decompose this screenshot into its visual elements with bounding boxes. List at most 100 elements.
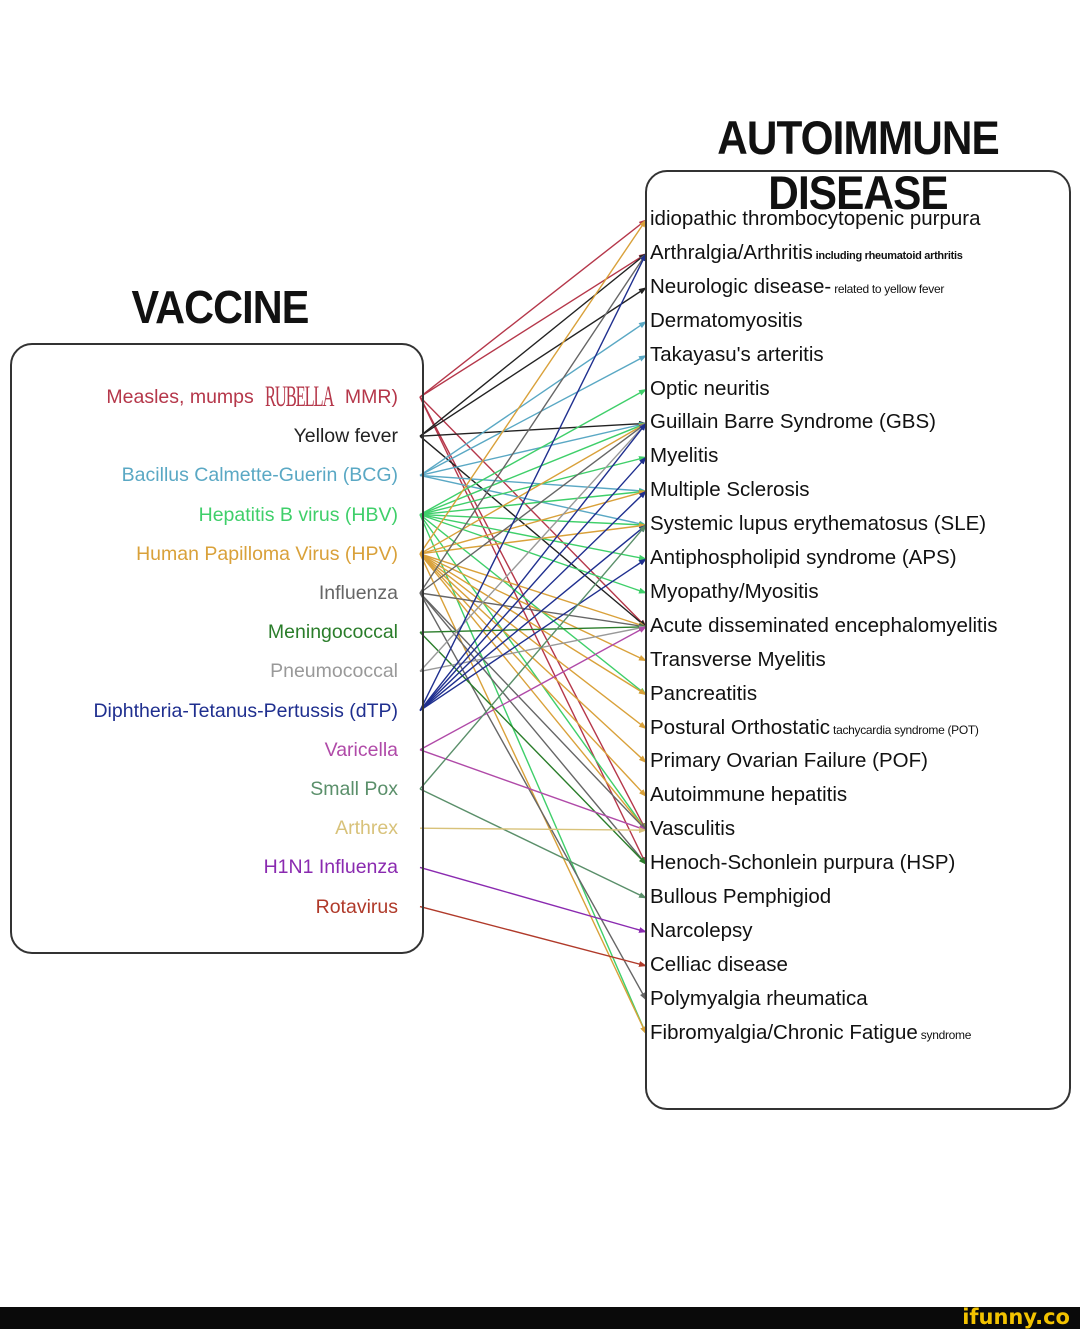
link-arrow — [419, 456, 647, 712]
link-arrow — [419, 287, 647, 437]
disease-label: Celliac disease — [650, 952, 788, 976]
disease-item: Guillain Barre Syndrome (GBS) — [650, 409, 936, 435]
link-arrow — [419, 553, 647, 662]
link-arrow — [419, 905, 647, 967]
link-arrow — [419, 253, 647, 711]
disease-label: Antiphospholipid syndrome (APS) — [650, 546, 957, 569]
link-arrow — [419, 749, 647, 831]
vaccine-bcg: Bacillus Calmette-Guerin (BCG) — [121, 464, 398, 487]
link-arrow — [419, 219, 647, 555]
disease-label: Transverse Myelitis — [650, 647, 826, 671]
link-arrow — [419, 553, 647, 730]
link-arrow — [419, 553, 647, 798]
disease-label: Multiple Sclerosis — [650, 478, 810, 502]
vaccine-dtp: Diphtheria-Tetanus-Pertussis (dTP) — [93, 699, 398, 722]
disease-item: Antiphospholipid syndrome (APS) — [650, 545, 957, 571]
link-arrow — [419, 422, 647, 477]
disease-label: Dermatomyositis — [650, 308, 803, 332]
disease-item: Autoimmune hepatitis — [650, 782, 847, 808]
link-arrow — [419, 321, 647, 476]
disease-item: Optic neuritis — [650, 376, 770, 402]
vaccine-hbv: Hepatitis B virus (HBV) — [198, 503, 398, 526]
link-arrow — [419, 253, 647, 594]
link-arrow — [419, 558, 647, 712]
link-arrow — [419, 553, 647, 696]
link-arrow — [419, 490, 647, 555]
footer-bar: ifunny.co — [0, 1305, 1080, 1329]
disease-label: Bullous Pemphigiod — [650, 885, 832, 908]
vaccine-yellow: Yellow fever — [293, 425, 398, 448]
link-arrow — [419, 396, 647, 832]
disease-label: Neurologic disease- — [650, 274, 832, 298]
ifunny-logo[interactable]: ifunny.co — [962, 1305, 1070, 1329]
disease-label: Optic neuritis — [650, 376, 770, 400]
link-arrow — [419, 474, 647, 527]
disease-item: Acute disseminated encephalomyelitis — [650, 613, 998, 639]
vaccine-pneumo: Pneumococcal — [270, 660, 398, 683]
disease-label: Autoimmune hepatitis — [650, 783, 848, 807]
disease-item: Vasculitis — [650, 816, 735, 842]
link-arrow — [419, 253, 647, 398]
link-arrow — [419, 420, 647, 437]
disease-label: Narcolepsy — [650, 918, 753, 942]
disease-label: Polymyalgia rheumatica — [650, 986, 868, 1010]
link-arrow — [419, 253, 647, 437]
disease-item: Celliac disease — [650, 952, 788, 978]
link-arrow — [419, 513, 647, 561]
disease-label: Fibromyalgia/Chronic Fatigue — [650, 1020, 918, 1044]
link-arrow — [419, 513, 647, 594]
autoimmune-disease-title: AUTOIMMUNE DISEASE — [717, 111, 1000, 219]
vaccine-arthrex: Arthrex — [335, 817, 398, 840]
link-arrow — [419, 514, 647, 1035]
link-arrow — [419, 435, 647, 628]
disease-item: Polymyalgia rheumatica — [650, 986, 868, 1012]
disease-item: Multiple Sclerosis — [650, 477, 810, 503]
link-arrow — [419, 422, 647, 712]
link-arrow — [419, 388, 647, 516]
link-arrow — [419, 514, 647, 696]
link-arrow — [419, 422, 647, 672]
disease-item: Postural Orthostatic tachycardia syndrom… — [650, 715, 979, 743]
disease-item: Takayasu's arteritis — [650, 342, 824, 368]
vaccine-smallpox: Small Pox — [310, 778, 398, 800]
vaccine-h1n1: H1N1 Influenza — [263, 856, 398, 879]
link-arrow — [419, 523, 647, 555]
vaccine-box — [10, 343, 424, 954]
link-arrow — [419, 422, 647, 594]
vaccine-mmr: Measles, mumps RUBELLA MMR) — [106, 382, 398, 412]
disease-item: Primary Ovarian Failure (POF) — [650, 748, 928, 774]
disease-label: idiopathic thrombocytopenic purpura — [650, 207, 981, 230]
disease-note: tachycardia syndrome (POT) — [830, 722, 979, 737]
disease-label: Henoch-Schonlein purpura (HSP) — [650, 851, 956, 875]
link-arrow — [419, 623, 647, 633]
link-arrow — [419, 592, 647, 1001]
link-arrow — [419, 513, 647, 528]
disease-note: related to yellow fever — [831, 281, 945, 296]
link-arrow — [419, 626, 647, 751]
link-arrow — [419, 422, 647, 555]
disease-item: Dermatomyositis — [650, 308, 803, 334]
link-arrow — [419, 354, 647, 477]
disease-label: Guillain Barre Syndrome (GBS) — [650, 410, 936, 434]
link-arrow — [419, 866, 647, 933]
disease-label: Myopathy/Myositis — [650, 579, 819, 603]
link-arrow — [419, 396, 647, 866]
disease-item: Bullous Pemphigiod — [650, 884, 831, 910]
link-arrow — [419, 553, 647, 831]
disease-label: Primary Ovarian Failure (POF) — [650, 749, 928, 773]
disease-item: Systemic lupus erythematosus (SLE) — [650, 511, 986, 537]
link-arrow — [419, 592, 647, 865]
disease-label: Pancreatitis — [650, 681, 758, 705]
vaccine-label-part: MMR) — [339, 386, 398, 408]
link-arrow — [419, 631, 647, 865]
link-arrow — [419, 488, 647, 516]
vaccine-mening: Meningococcal — [267, 621, 398, 644]
vaccine-rota: Rotavirus — [315, 895, 398, 918]
link-arrow — [419, 514, 647, 832]
disease-item: Pancreatitis — [650, 681, 757, 707]
disease-label: Postural Orthostatic — [650, 715, 831, 739]
link-arrow — [419, 524, 647, 790]
link-arrow — [419, 490, 647, 712]
disease-label: Acute disseminated encephalomyelitis — [650, 613, 998, 637]
